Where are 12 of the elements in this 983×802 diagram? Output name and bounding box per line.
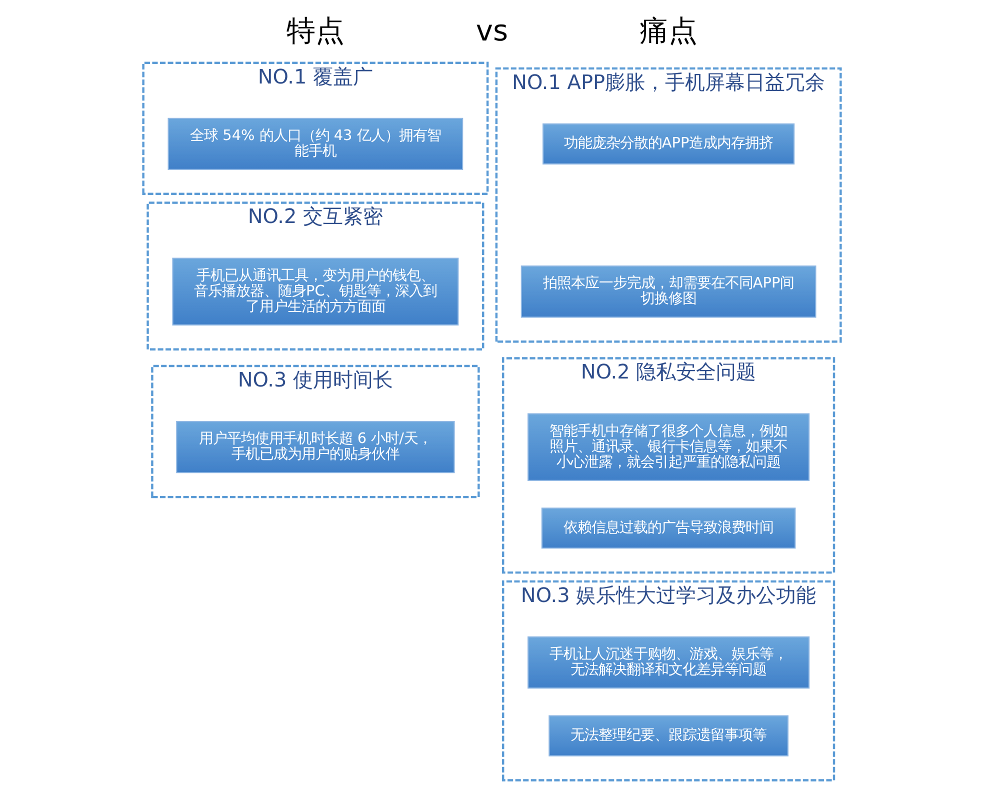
node-box: 无法整理纪要、跟踪遗留事项等	[548, 715, 788, 756]
node-box: 手机已从通讯工具，变为用户的钱包、音乐播放器、随身PC、钥匙等，深入到了用户生活的方方面面	[172, 258, 458, 326]
label: vs	[475, 13, 508, 48]
node-box: 全球 54% 的人口（约 43 亿人）拥有智能手机	[167, 118, 463, 170]
label: 痛点	[639, 13, 698, 48]
node-box: 智能手机中存储了很多个人信息，例如照片、通讯录、银行卡信息等，如果不小心泄露，就会引起严重的隐私问题	[527, 413, 810, 481]
label: 特点	[286, 13, 344, 48]
node-box: 拍照本应一步完成，却需要在不同APP间切换修图	[520, 266, 816, 318]
node-box: 用户平均使用手机时长超 6 小时/天，手机已成为用户的贴身伙伴	[176, 421, 454, 474]
node-box: 功能庞杂分散的APP造成内存拥挤	[542, 123, 794, 164]
node-box: 手机让人沉迷于购物、游戏、娱乐等，无法解决翻译和文化差异等问题	[527, 636, 810, 689]
node-box: 依赖信息过载的广告导致浪费时间	[540, 508, 796, 549]
